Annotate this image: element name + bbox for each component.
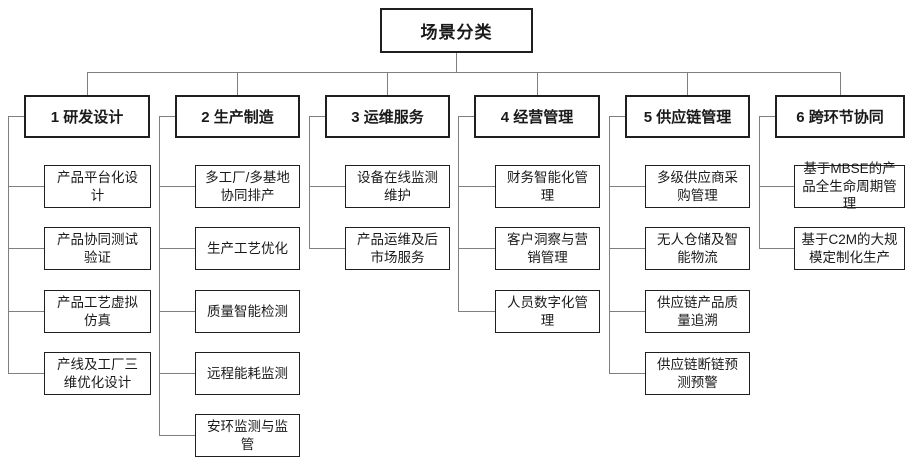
- connector-line: [458, 186, 495, 187]
- category-node-business-management: 4 经营管理: [474, 95, 600, 138]
- connector-line: [840, 72, 841, 95]
- connector-line: [537, 72, 538, 95]
- connector-line: [309, 248, 345, 249]
- connector-line: [609, 186, 645, 187]
- connector-line: [309, 116, 310, 248]
- leaf-node: 客户洞察与营销管理: [495, 227, 600, 270]
- leaf-node: 多工厂/多基地协同排产: [195, 165, 300, 208]
- connector-line: [159, 373, 195, 374]
- connector-line: [159, 116, 160, 435]
- leaf-node: 供应链断链预测预警: [645, 352, 750, 395]
- connector-line: [456, 53, 457, 72]
- category-node-operation-service: 3 运维服务: [325, 95, 450, 138]
- connector-line: [309, 116, 325, 117]
- category-node-production: 2 生产制造: [175, 95, 300, 138]
- connector-line: [609, 311, 645, 312]
- leaf-node: 生产工艺优化: [195, 227, 300, 270]
- connector-line: [87, 72, 88, 95]
- connector-line: [458, 311, 495, 312]
- connector-line: [159, 116, 175, 117]
- leaf-node: 供应链产品质量追溯: [645, 290, 750, 333]
- connector-line: [609, 116, 610, 373]
- connector-line: [159, 311, 195, 312]
- leaf-node: 安环监测与监管: [195, 414, 300, 457]
- connector-line: [458, 116, 459, 311]
- connector-line: [609, 248, 645, 249]
- connector-line: [8, 186, 44, 187]
- connector-line: [687, 72, 688, 95]
- leaf-node: 设备在线监测维护: [345, 165, 450, 208]
- leaf-node: 产品运维及后市场服务: [345, 227, 450, 270]
- leaf-node: 基于C2M的大规模定制化生产: [794, 227, 905, 270]
- leaf-node: 人员数字化管理: [495, 290, 600, 333]
- leaf-node: 质量智能检测: [195, 290, 300, 333]
- connector-line: [159, 435, 195, 436]
- leaf-node: 产品平台化设计: [44, 165, 151, 208]
- connector-line: [8, 311, 44, 312]
- leaf-node: 财务智能化管理: [495, 165, 600, 208]
- connector-line: [458, 248, 495, 249]
- category-node-cross-link-collaboration: 6 跨环节协同: [775, 95, 905, 138]
- connector-line: [759, 186, 794, 187]
- root-node: 场景分类: [380, 8, 533, 53]
- connector-line: [309, 186, 345, 187]
- connector-line: [458, 116, 474, 117]
- connector-line: [8, 116, 24, 117]
- leaf-node: 产品工艺虚拟仿真: [44, 290, 151, 333]
- connector-line: [759, 116, 775, 117]
- leaf-node: 远程能耗监测: [195, 352, 300, 395]
- connector-line: [159, 186, 195, 187]
- leaf-node: 无人仓储及智能物流: [645, 227, 750, 270]
- leaf-node: 产品协同测试验证: [44, 227, 151, 270]
- connector-line: [237, 72, 238, 95]
- connector-line: [759, 248, 794, 249]
- connector-line: [609, 373, 645, 374]
- leaf-node: 多级供应商采购管理: [645, 165, 750, 208]
- connector-line: [159, 248, 195, 249]
- connector-line: [8, 116, 9, 373]
- leaf-node: 产线及工厂三维优化设计: [44, 352, 151, 395]
- category-node-supply-chain: 5 供应链管理: [625, 95, 750, 138]
- category-node-rd-design: 1 研发设计: [24, 95, 150, 138]
- connector-line: [387, 72, 388, 95]
- connector-line: [609, 116, 625, 117]
- connector-line: [87, 72, 840, 73]
- connector-line: [8, 373, 44, 374]
- connector-line: [759, 116, 760, 248]
- connector-line: [8, 248, 44, 249]
- leaf-node: 基于MBSE的产品全生命周期管理: [794, 161, 905, 211]
